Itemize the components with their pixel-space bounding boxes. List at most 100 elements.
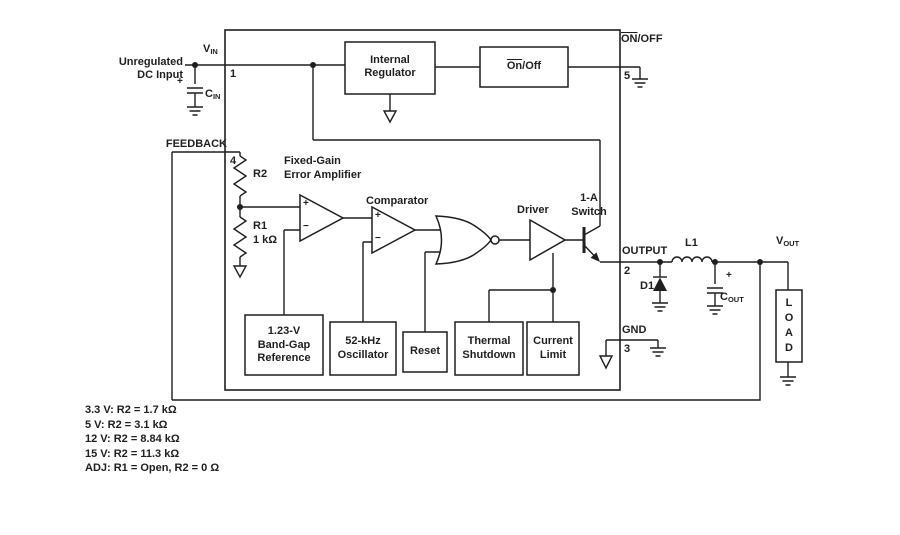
- ic-boundary-box: [224, 29, 621, 391]
- oscillator-box: [329, 321, 397, 376]
- thermal-line1: Thermal: [467, 335, 511, 347]
- reset-label: Reset: [410, 345, 440, 357]
- regulator-arrow-icon: [382, 110, 398, 124]
- driver-label: Driver: [517, 204, 549, 216]
- error-amplifier-symbol: [299, 193, 345, 243]
- junction-dot: [757, 259, 763, 265]
- thermal-label: Thermal Shutdown: [455, 335, 523, 362]
- pin-number-5: 5: [624, 70, 631, 82]
- r1-line2: 1 kΩ: [253, 233, 278, 246]
- switch-transistor-symbol: [582, 225, 601, 262]
- comparator-label: Comparator: [366, 195, 429, 207]
- bandgap-label: 1.23-V Band-Gap Reference: [245, 325, 323, 366]
- onoff-pin-wire: [566, 66, 641, 79]
- ground-onoff-icon: [632, 78, 648, 88]
- onoff-pin-label: ON/OFF: [621, 33, 663, 46]
- load-box: [775, 289, 803, 363]
- oscillator-line2: Oscillator: [337, 348, 389, 361]
- note-adj: ADJ: R1 = Open, R2 = 0 Ω: [85, 462, 220, 475]
- current-limit-line2: Limit: [539, 348, 567, 361]
- d1-label: D1: [640, 280, 655, 292]
- l1-label: L1: [685, 237, 698, 249]
- wires: [171, 64, 789, 401]
- input-source-line1: Unregulated: [118, 56, 183, 68]
- ground-cout-icon: [707, 305, 723, 315]
- switch-label: 1-A Switch: [564, 192, 614, 219]
- onoff-block-over: On: [506, 60, 523, 72]
- cin-label: CIN: [205, 88, 220, 103]
- oscillator-line1: 52-kHz: [345, 335, 381, 347]
- pin-number-1: 1: [230, 68, 237, 80]
- bandgap-line3: Reference: [257, 352, 311, 364]
- comparator-symbol: [371, 205, 417, 255]
- bandgap-line1: 1.23-V: [267, 325, 301, 337]
- vin-sub: IN: [210, 47, 218, 56]
- component-symbols: [187, 87, 723, 294]
- thermal-line2: Shutdown: [462, 348, 516, 361]
- ground-gnd-pin-icon: [650, 347, 666, 357]
- vout-base: V: [776, 235, 784, 247]
- onoff-pin-over: ON: [621, 33, 638, 45]
- thermal-box: [454, 321, 524, 376]
- note-5v: 5 V: R2 = 3.1 kΩ: [85, 418, 168, 431]
- onoff-block-rest: /Off: [522, 60, 542, 72]
- thermal-current-wire: [488, 253, 554, 324]
- cout-base: C: [720, 291, 728, 303]
- load-letter-a: A: [785, 327, 793, 339]
- pin-number-3: 3: [624, 343, 631, 355]
- onoff-pin-rest: /OFF: [637, 33, 663, 45]
- cout-polarity-label: +: [726, 270, 732, 281]
- ground-cin-icon: [187, 106, 203, 116]
- nor-gate-bubble: [490, 235, 500, 245]
- junction-dot: [712, 259, 718, 265]
- switch-emitter-arrow: [590, 252, 600, 262]
- vout-sub: OUT: [783, 239, 800, 248]
- capacitor-cout-symbol: [707, 287, 723, 294]
- gnd-pin-label: GND: [622, 324, 647, 336]
- current-limit-line1: Current: [533, 335, 573, 347]
- junction-dots: [192, 62, 763, 293]
- switch-line2: Switch: [571, 205, 607, 218]
- note-15v: 15 V: R2 = 11.3 kΩ: [85, 447, 180, 460]
- bandgap-line2: Band-Gap: [257, 338, 311, 351]
- switch-collector-line: [583, 225, 601, 236]
- junction-dot: [310, 62, 316, 68]
- function-blocks: [244, 41, 803, 376]
- capacitor-cin-symbol: [187, 87, 203, 94]
- current-limit-box: [526, 321, 580, 376]
- cout-sub: OUT: [727, 295, 744, 304]
- junction-dot: [550, 287, 556, 293]
- switch-emitter-line: [583, 245, 595, 256]
- r1-label: R1 1 kΩ: [253, 220, 277, 247]
- junction-dot: [657, 259, 663, 265]
- input-source-label: Unregulated DC Input: [92, 56, 183, 82]
- onoff-block-label: On/Off: [480, 60, 568, 73]
- divider-tap-wire: [239, 196, 302, 217]
- ground-d1-icon: [652, 302, 668, 312]
- pin-number-2: 2: [624, 265, 631, 277]
- note-12v: 12 V: R2 = 8.84 kΩ: [85, 433, 180, 446]
- comparator-minus-sign: −: [375, 233, 381, 244]
- diode-d1-symbol: [653, 277, 667, 291]
- pin-number-4: 4: [230, 155, 237, 167]
- gnd-pin-wire: [606, 339, 659, 348]
- load-label: L O A D: [776, 296, 802, 356]
- load-letter-o: O: [784, 312, 794, 324]
- resistor-r2-symbol: [232, 155, 248, 197]
- driver-symbol: [529, 218, 567, 262]
- onoff-box: [479, 46, 569, 88]
- oscillator-label: 52-kHz Oscillator: [330, 335, 396, 362]
- comparator-plus-sign: +: [375, 210, 381, 221]
- internal-regulator-line2: Regulator: [364, 67, 416, 79]
- load-letter-l: L: [785, 297, 793, 309]
- vin-wire: [185, 64, 601, 226]
- resistor-value-notes: 3.3 V: R2 = 1.7 kΩ 5 V: R2 = 3.1 kΩ 12 V…: [85, 403, 219, 476]
- inductor-l1-symbol: [671, 256, 713, 263]
- vin-base: V: [203, 43, 211, 55]
- erroramp-minus-sign: −: [303, 221, 309, 232]
- current-limit-label: Current Limit: [527, 335, 579, 362]
- internal-arrows: [232, 94, 614, 370]
- erroramp-plus-sign: +: [303, 198, 309, 209]
- r1-line1: R1: [253, 220, 268, 232]
